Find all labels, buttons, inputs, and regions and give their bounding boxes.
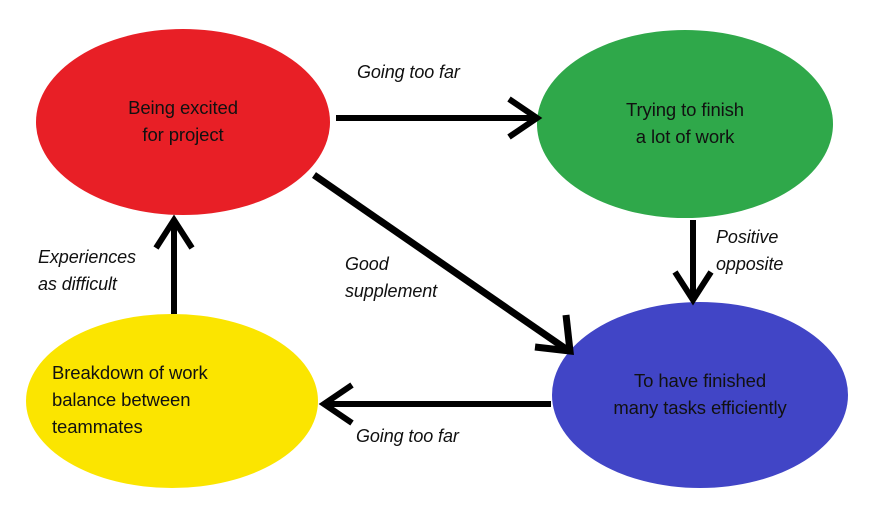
edge-arrow-finished-tasks-to-breakdown: [318, 382, 551, 426]
edge-arrow-breakdown-to-excited: [153, 214, 195, 314]
edge-label-experiences-as-difficult: Experiences as difficult: [38, 247, 136, 294]
edge-label-good-supplement: Good supplement: [345, 254, 438, 301]
edge-arrow-excited-to-finish-work: [336, 96, 543, 140]
edge-label-going-too-far-bottom: Going too far: [356, 426, 459, 446]
edge-label-positive-opposite: Positive opposite: [716, 227, 784, 274]
edge-label-going-too-far-top: Going too far: [357, 62, 460, 82]
edge-arrow-excited-to-finished-tasks: [312, 172, 574, 355]
node-ellipse-finish-work[interactable]: [537, 30, 833, 218]
node-ellipse-breakdown[interactable]: [26, 314, 318, 488]
edge-arrow-finish-work-to-finished-tasks: [672, 220, 714, 306]
node-ellipse-excited[interactable]: [36, 29, 330, 215]
node-ellipse-finished-tasks[interactable]: [552, 302, 848, 488]
